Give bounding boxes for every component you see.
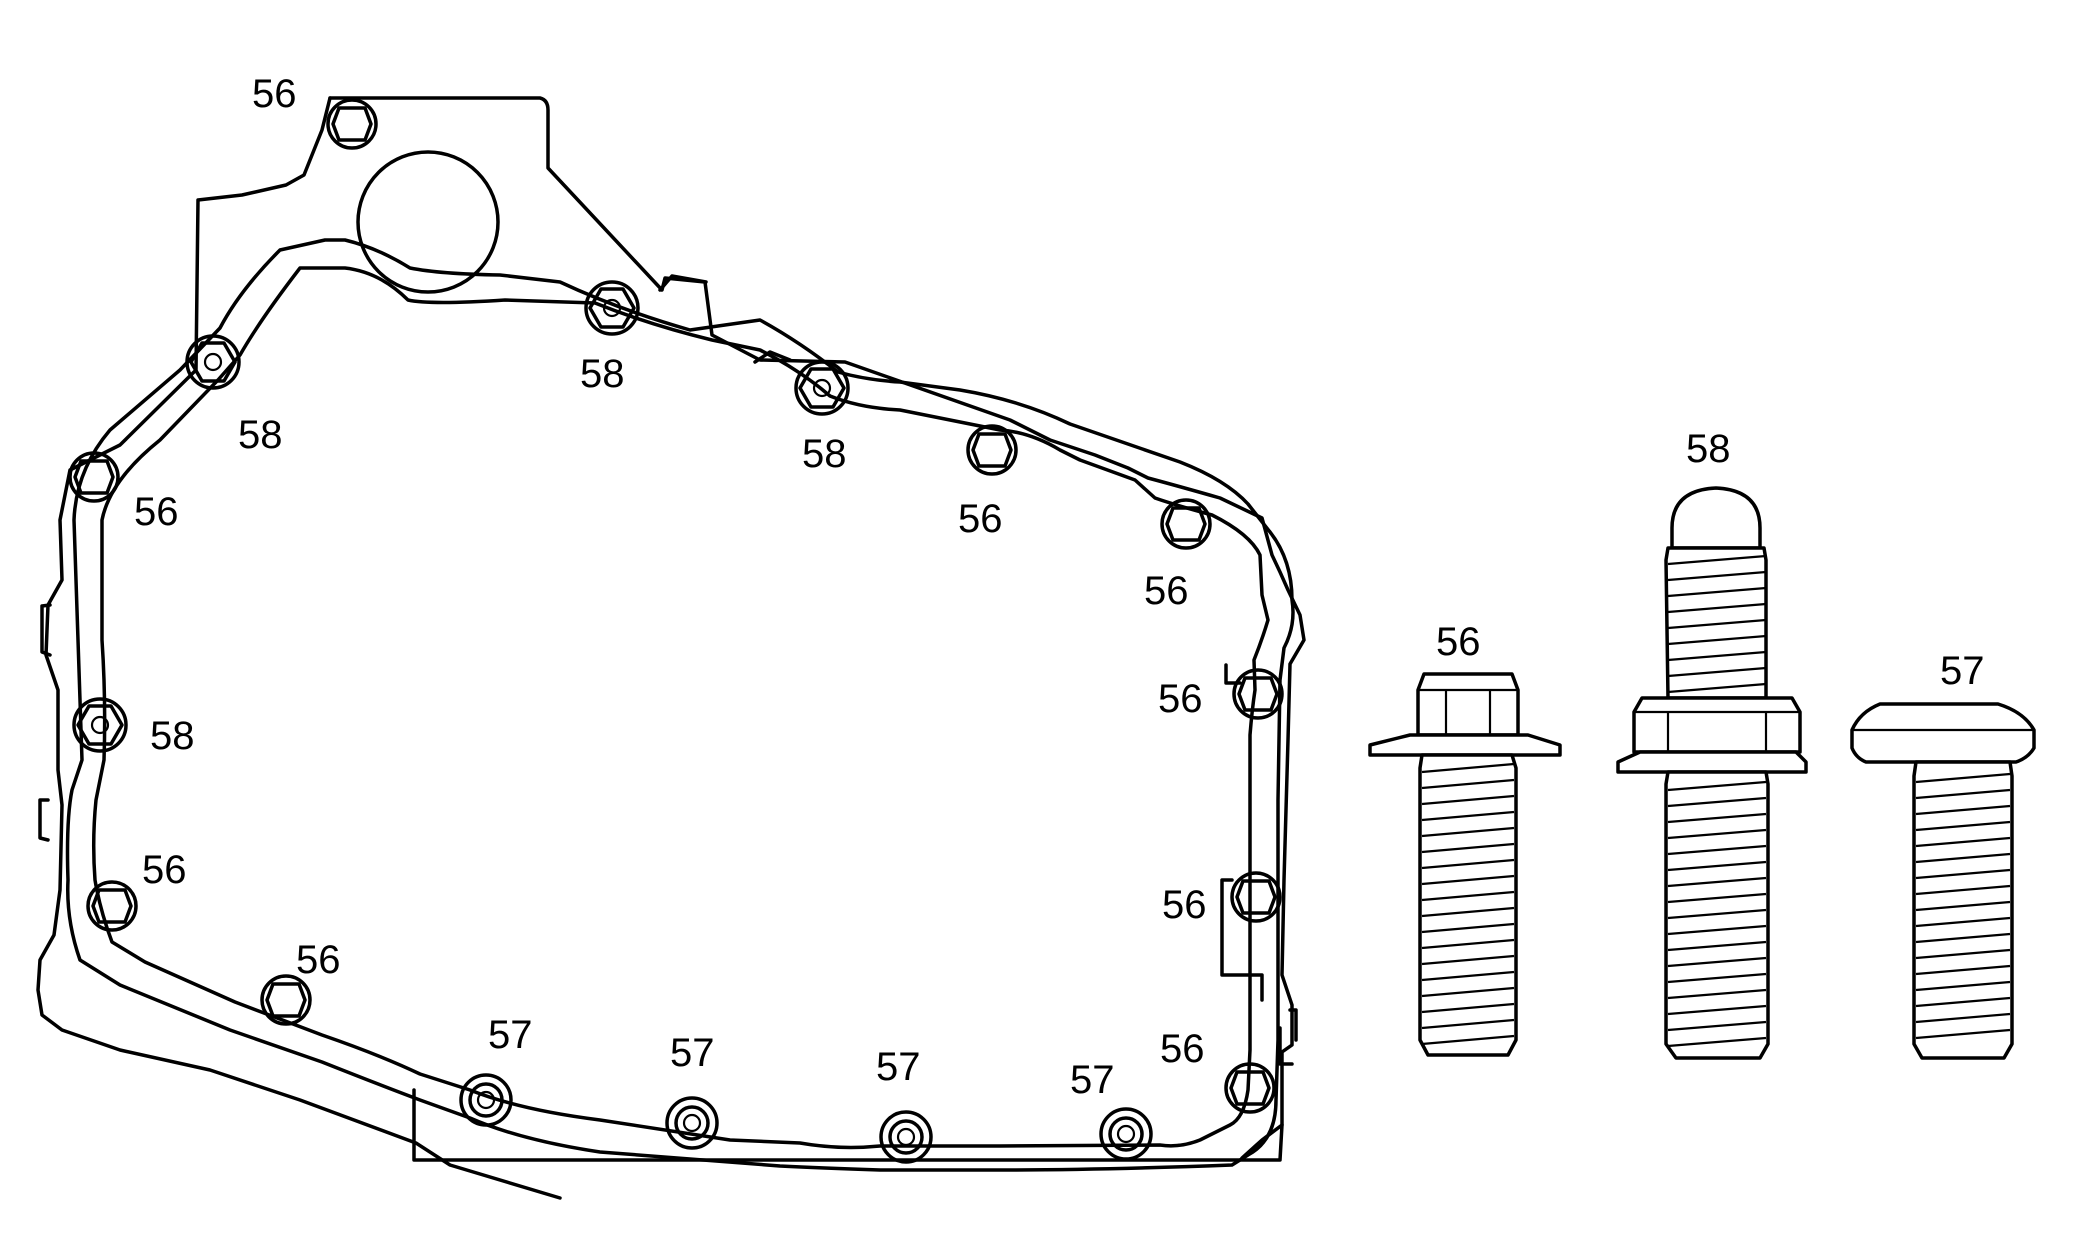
callout-label: 58 [238, 413, 283, 457]
stud-58 [72, 697, 128, 753]
bolt-56-label: 56 [1436, 620, 1481, 664]
stud-58 [185, 334, 241, 390]
stud-58-detail: 58 [1616, 427, 1808, 1060]
callout-label: 56 [296, 938, 341, 982]
callout-label: 56 [134, 490, 179, 534]
callout-label: 57 [1070, 1058, 1115, 1102]
bolt-head-56 [86, 880, 138, 932]
callout-label: 57 [670, 1031, 715, 1075]
bolt-head-57 [665, 1096, 719, 1150]
callout-label: 58 [150, 714, 195, 758]
bolt-head-56 [326, 98, 378, 150]
stud-58-label: 58 [1686, 427, 1731, 471]
callout-label: 56 [1158, 677, 1203, 721]
callout-label: 58 [580, 352, 625, 396]
bolt-head-57 [459, 1073, 513, 1127]
bolt-head-56 [1224, 1062, 1276, 1114]
callout-label: 56 [958, 497, 1003, 541]
stud-58 [794, 360, 850, 416]
bolt-57-detail: 57 [1850, 649, 2036, 1060]
stud-58-group [72, 280, 850, 753]
bolt-head-57 [879, 1110, 933, 1164]
round-boss [356, 150, 500, 294]
bolt-head-57-group [459, 1073, 1153, 1164]
bolt-head-56 [68, 451, 120, 503]
case-cover-outline [36, 96, 1306, 1200]
bolt-head-56 [1230, 871, 1282, 923]
callout-label: 57 [488, 1013, 533, 1057]
callout-label: 57 [876, 1045, 921, 1089]
bolt-head-56 [966, 424, 1018, 476]
callout-labels: 56 58 56 58 56 56 56 56 58 58 56 56 57 5… [134, 72, 1207, 1102]
callout-label: 56 [1160, 1027, 1205, 1071]
callout-label: 58 [802, 432, 847, 476]
bolt-57-label: 57 [1940, 649, 1985, 693]
bolt-head-56-group [68, 98, 1284, 1114]
bolt-head-56 [1232, 668, 1284, 720]
callout-label: 56 [1144, 569, 1189, 613]
bolt-56-detail: 56 [1368, 620, 1562, 1057]
bolt-head-56 [1160, 498, 1212, 550]
stud-58 [584, 280, 640, 336]
callout-label: 56 [252, 72, 297, 116]
callout-label: 56 [1162, 883, 1207, 927]
callout-label: 56 [142, 848, 187, 892]
bolt-head-56 [260, 974, 312, 1026]
bolt-head-57 [1099, 1107, 1153, 1161]
